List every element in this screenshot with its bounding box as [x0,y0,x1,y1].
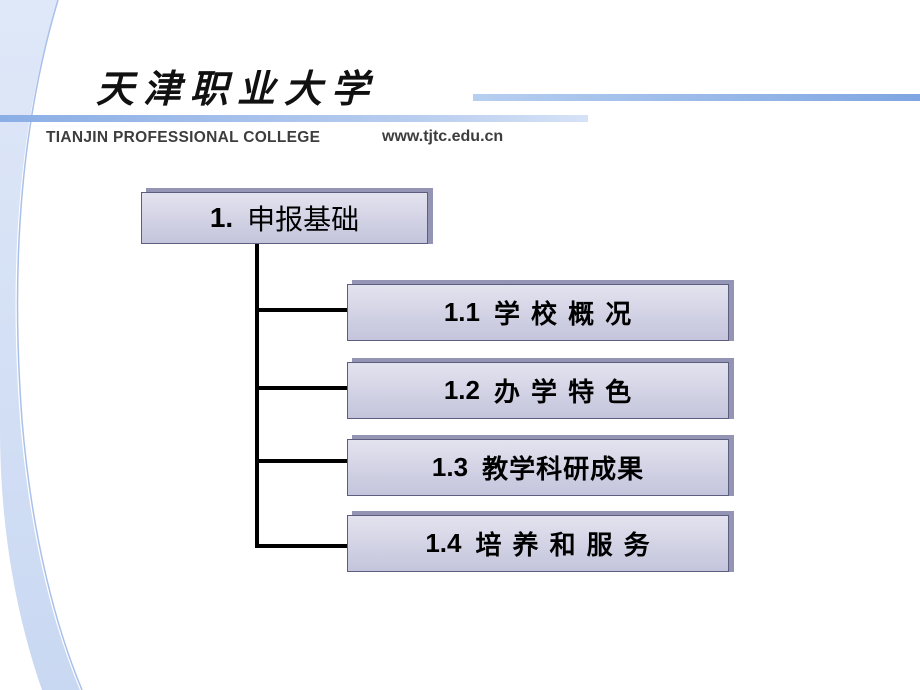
outline-item-number: 1.3 [431,452,469,482]
outline-item-title: 培 养 和 服 务 [475,531,651,561]
tree-branch-line [255,386,347,390]
outline-item-number: 1.2 [443,375,480,405]
outline-item-title: 学 校 概 况 [494,300,633,330]
outline-item-box: 1.1 学 校 概 况 [347,284,729,341]
outline-root-box: 1. 申报基础 [141,192,428,244]
tree-branch-line [255,544,347,548]
outline-root-title: 申报基础 [247,203,360,236]
tree-trunk-line [255,243,259,548]
outline-root-number: 1. [209,202,234,233]
tree-branch-line [255,308,347,312]
tree-branch-line [255,459,347,463]
header-accent-bar [473,94,920,101]
header-divider-bar [0,115,588,122]
outline-item-number: 1.1 [443,297,480,327]
outline-item-title: 办 学 特 色 [494,378,633,408]
college-name-english: TIANJIN PROFESSIONAL COLLEGE [46,129,321,146]
college-logo-chinese: 天津职业大学 [96,66,379,111]
college-website: www.tjtc.edu.cn [382,128,504,145]
outline-item-box: 1.2 办 学 特 色 [347,362,729,419]
outline-item-number: 1.4 [425,528,462,558]
outline-item-title: 教学科研成果 [482,455,645,485]
outline-item-box: 1.4 培 养 和 服 务 [347,515,729,572]
outline-item-box: 1.3 教学科研成果 [347,439,729,496]
